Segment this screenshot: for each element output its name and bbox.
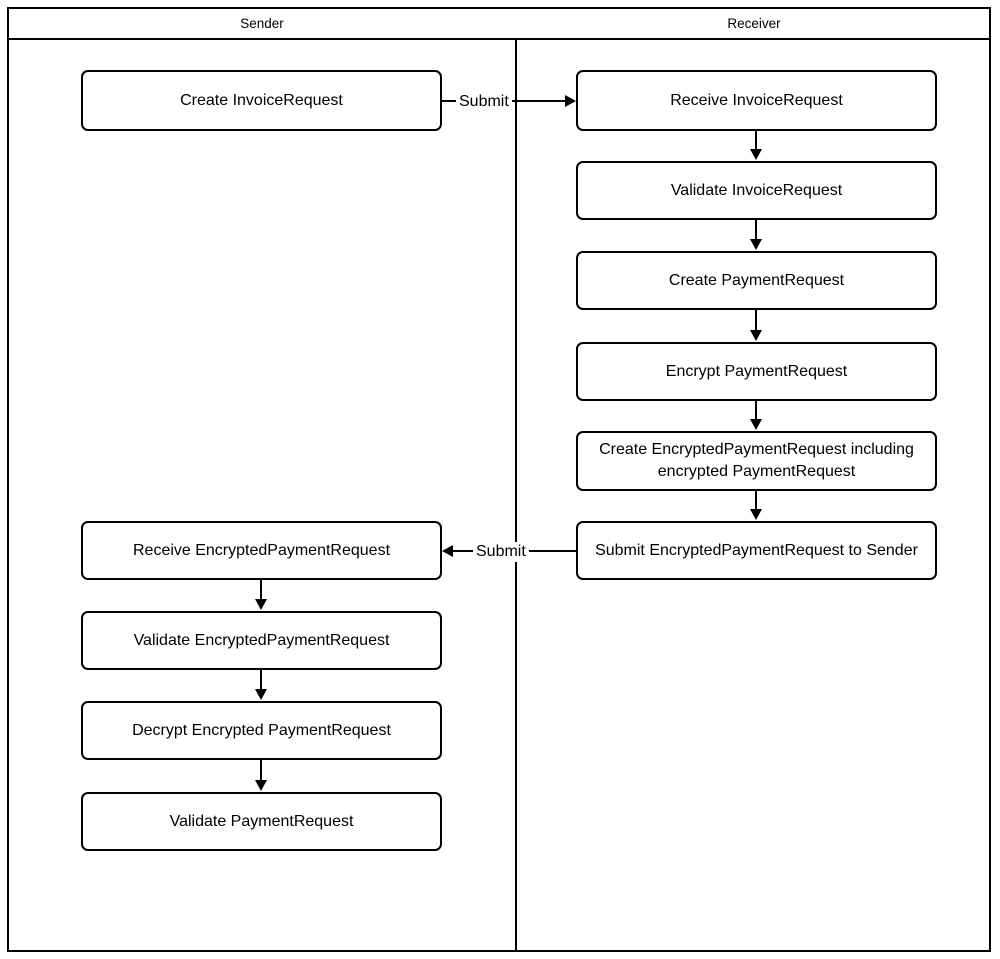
connector-receive-to-validate-epr	[260, 580, 262, 600]
arrowhead-decrypt-to-validate-pr	[255, 780, 267, 791]
node-validate-paymentrequest[interactable]: Validate PaymentRequest	[81, 792, 442, 851]
arrowhead-validate-ir-to-create-pr	[750, 239, 762, 250]
node-create-encryptedpaymentrequest[interactable]: Create EncryptedPaymentRequest including…	[576, 431, 937, 491]
node-receive-invoicerequest[interactable]: Receive InvoiceRequest	[576, 70, 937, 131]
connector-encrypt-pr-to-create-epr	[755, 401, 757, 420]
arrowhead-create-pr-to-encrypt-pr	[750, 330, 762, 341]
connector-create-epr-to-submit-epr	[755, 491, 757, 510]
connector-create-pr-to-encrypt-pr	[755, 310, 757, 331]
connector-validate-epr-to-decrypt	[260, 670, 262, 690]
node-create-invoicerequest[interactable]: Create InvoiceRequest	[81, 70, 442, 131]
lane-body: Create InvoiceRequest Receive EncryptedP…	[9, 40, 989, 950]
arrowhead-validate-epr-to-decrypt	[255, 689, 267, 700]
arrowhead-receive-ir-to-validate-ir	[750, 149, 762, 160]
arrowhead-create-epr-to-submit-epr	[750, 509, 762, 520]
node-create-paymentrequest[interactable]: Create PaymentRequest	[576, 251, 937, 310]
lane-divider	[515, 40, 517, 950]
arrowhead-encrypt-pr-to-create-epr	[750, 419, 762, 430]
node-validate-invoicerequest[interactable]: Validate InvoiceRequest	[576, 161, 937, 220]
node-validate-encryptedpaymentrequest[interactable]: Validate EncryptedPaymentRequest	[81, 611, 442, 670]
node-receive-encryptedpaymentrequest[interactable]: Receive EncryptedPaymentRequest	[81, 521, 442, 580]
connector-receive-ir-to-validate-ir	[755, 131, 757, 150]
arrowhead-receive-to-validate-epr	[255, 599, 267, 610]
node-encrypt-paymentrequest[interactable]: Encrypt PaymentRequest	[576, 342, 937, 401]
lane-header-receiver: Receiver	[727, 16, 781, 31]
arrowhead-submit-to-sender	[442, 545, 453, 557]
lane-header-sender: Sender	[240, 16, 284, 31]
arrowhead-submit-to-receiver	[565, 95, 576, 107]
node-submit-encryptedpaymentrequest-to-sender[interactable]: Submit EncryptedPaymentRequest to Sender	[576, 521, 937, 580]
swimlane-frame: Sender Receiver Create InvoiceRequest Re…	[7, 7, 991, 952]
lane-header-band: Sender Receiver	[9, 9, 989, 40]
node-decrypt-encrypted-paymentrequest[interactable]: Decrypt Encrypted PaymentRequest	[81, 701, 442, 760]
edge-label-submit-to-sender: Submit	[473, 542, 529, 562]
connector-validate-ir-to-create-pr	[755, 220, 757, 240]
connector-decrypt-to-validate-pr	[260, 760, 262, 781]
edge-label-submit-to-receiver: Submit	[456, 92, 512, 112]
